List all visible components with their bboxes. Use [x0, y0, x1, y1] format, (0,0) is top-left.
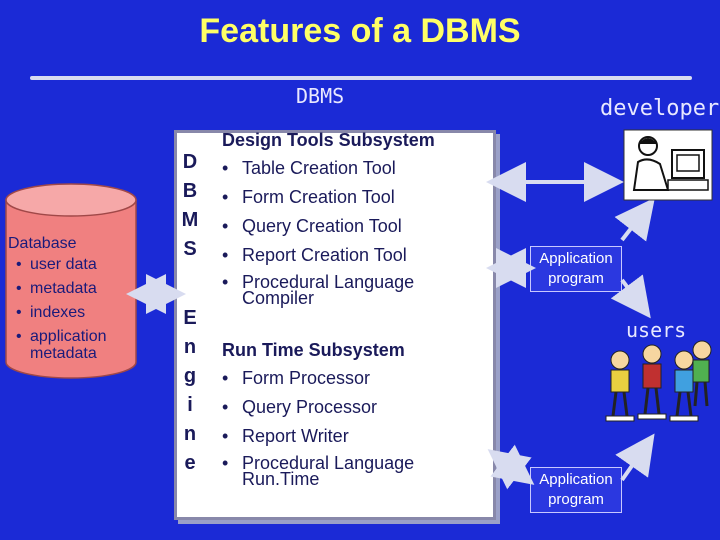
developer-at-computer-icon	[623, 129, 713, 201]
database-item: indexes	[16, 304, 134, 321]
page-title: Features of a DBMS	[199, 12, 521, 50]
runtime-item: Form Processor	[222, 368, 482, 397]
runtime-list: Form Processor Query Processor Report Wr…	[222, 368, 482, 489]
design-tool-item: Report Creation Tool	[222, 245, 482, 274]
design-tool-item: Table Creation Tool	[222, 158, 482, 187]
engine-app-bottom-arrow	[487, 444, 535, 490]
title-divider	[30, 76, 692, 80]
vertical-letter: E	[183, 307, 197, 329]
design-tools-list: Table Creation Tool Form Creation Tool Q…	[222, 158, 482, 308]
design-tool-item: Query Creation Tool	[222, 216, 482, 245]
database-items: user data metadata indexes application m…	[8, 256, 134, 362]
vertical-letter: g	[183, 365, 197, 387]
vertical-letter: i	[187, 394, 193, 416]
application-program-box-bottom: Application program	[530, 467, 622, 513]
database-item: user data	[16, 256, 134, 273]
application-program-box-top: Application program	[530, 246, 622, 292]
vertical-letter: M	[181, 209, 199, 231]
database-item: metadata	[16, 280, 134, 297]
runtime-item: Query Processor	[222, 397, 482, 426]
design-tool-item: Procedural Language Compiler	[222, 273, 482, 308]
vertical-letter: B	[182, 180, 198, 202]
vertical-word-engine: E n g i n e	[180, 304, 200, 478]
vertical-letter: D	[182, 151, 198, 173]
app-users-arrow	[610, 274, 651, 319]
vertical-letter: S	[183, 238, 197, 260]
app-developer-arrow	[614, 197, 655, 242]
dbms-label: DBMS	[296, 84, 345, 108]
runtime-item: Report Writer	[222, 426, 482, 455]
design-tools-heading: Design Tools Subsystem	[222, 130, 435, 150]
vertical-letter: n	[183, 336, 197, 358]
database-text: Database user data metadata indexes appl…	[8, 232, 134, 369]
database-item: application metadata	[16, 328, 134, 362]
runtime-item: Procedural Language Run.Time	[222, 454, 482, 489]
vertical-word-dbms: D B M S	[180, 148, 200, 264]
users-group-icon	[605, 340, 712, 422]
vertical-letter: n	[183, 423, 197, 445]
vertical-letter: e	[184, 452, 196, 474]
app-bottom-users-arrow	[615, 433, 655, 482]
developer-label: developer	[600, 96, 720, 121]
runtime-heading: Run Time Subsystem	[222, 340, 405, 360]
users-label: users	[626, 318, 687, 342]
database-heading: Database	[8, 235, 77, 252]
design-tool-item: Form Creation Tool	[222, 187, 482, 216]
